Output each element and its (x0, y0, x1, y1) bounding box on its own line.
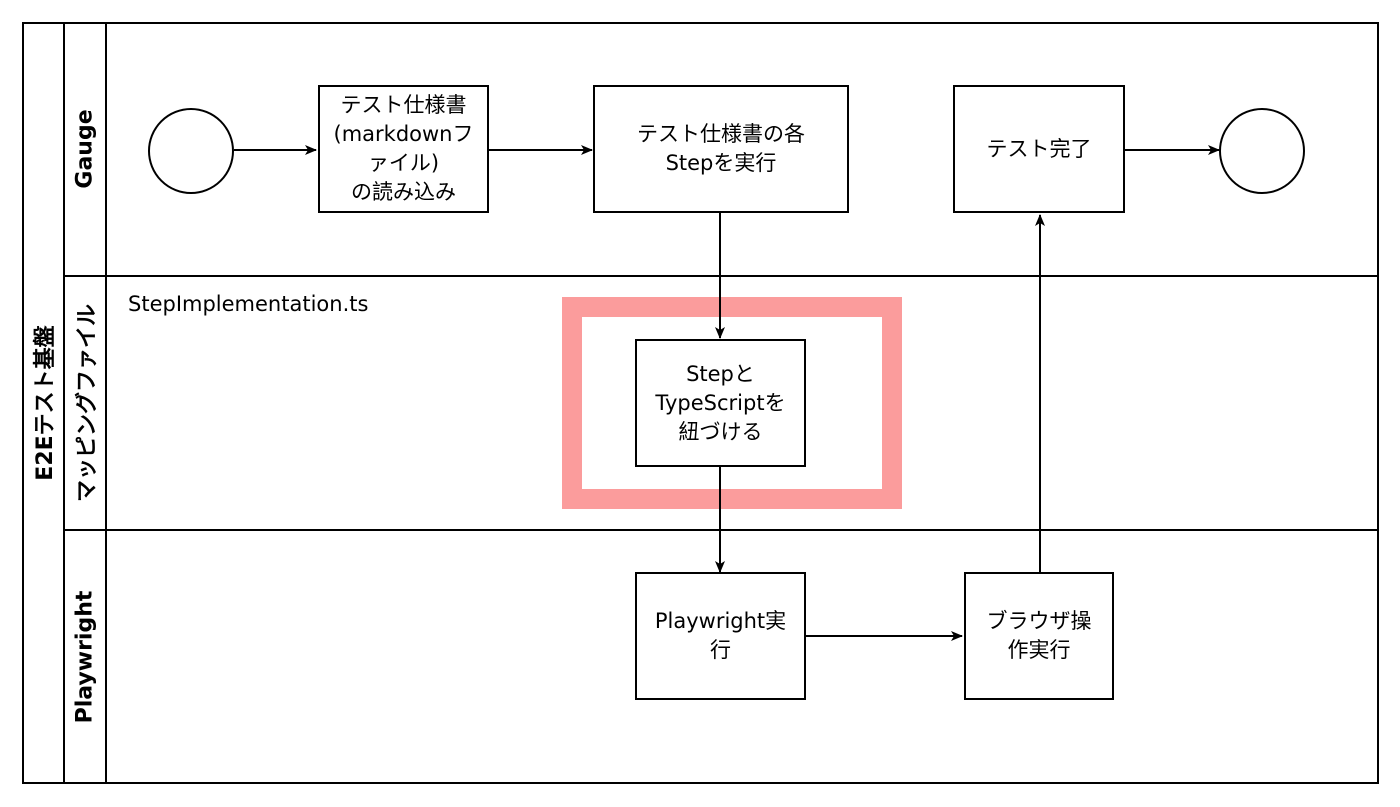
node-bind-step: Stepと TypeScriptを 紐づける (635, 339, 806, 467)
lane-header-gauge: Gauge (64, 22, 107, 277)
pool-header: E2Eテスト基盤 (22, 22, 65, 784)
node-browser-ops: ブラウザ操 作実行 (964, 572, 1114, 700)
node-run-steps: テスト仕様書の各 Stepを実行 (593, 85, 849, 213)
node-test-done: テスト完了 (953, 85, 1125, 213)
lane-header-mapping: マッピングファイル (64, 276, 107, 531)
highlight-frame (562, 297, 902, 509)
mapping-file-name: StepImplementation.ts (128, 292, 369, 316)
lane-separator (64, 275, 1379, 277)
lane-separator (64, 529, 1379, 531)
end-event (1219, 108, 1305, 194)
start-event (148, 108, 234, 194)
lane-header-playwright: Playwright (64, 530, 107, 784)
pool-frame (22, 22, 1379, 784)
node-run-playwright: Playwright実 行 (635, 572, 806, 700)
node-read-spec: テスト仕様書 (markdownフ ァイル) の読み込み (318, 85, 489, 213)
